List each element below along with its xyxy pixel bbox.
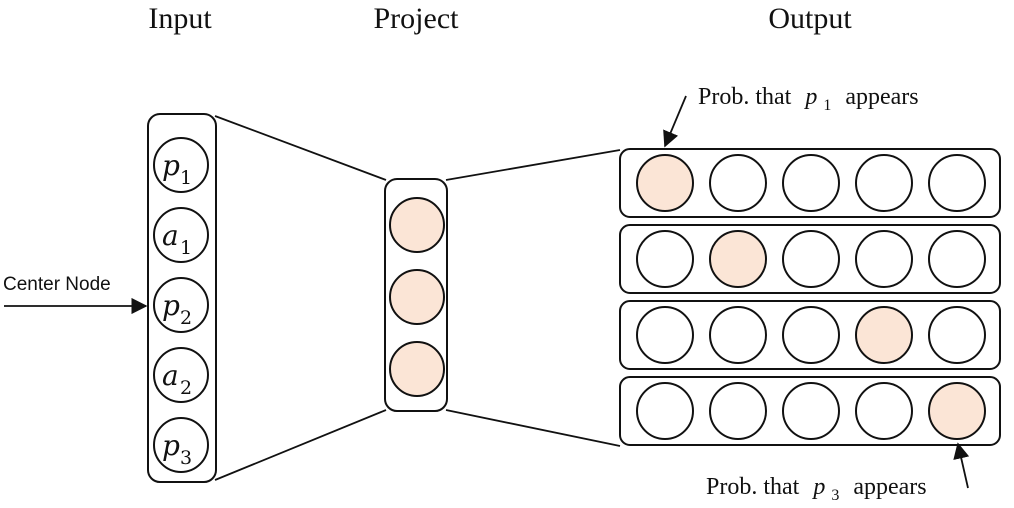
output-row-3: [619, 300, 1001, 370]
annotation-top-arrow: [663, 95, 687, 148]
annotation-top-var: p: [803, 84, 817, 110]
output-node-r1-c4: [855, 154, 913, 212]
output-node-r3-c3: [782, 306, 840, 364]
input-node-a2-var: a: [162, 359, 179, 392]
input-node-p2-sub: 2: [180, 307, 192, 329]
connector-project-output-bottom: [445, 409, 621, 447]
input-node-a1-sub: 1: [180, 237, 192, 259]
output-node-r2-c5: [928, 230, 986, 288]
annotation-top-prefix: Prob. that: [698, 84, 792, 110]
input-node-a1: [153, 207, 209, 263]
connector-input-project-top: [214, 115, 387, 181]
heading-project: Project: [374, 2, 460, 35]
output-node-r2-c4: [855, 230, 913, 288]
annotation-bottom: Prob. that p 3 appears: [706, 442, 970, 506]
input-node-p3: [153, 417, 209, 473]
output-row-1: [619, 148, 1001, 218]
project-node-2: [389, 269, 445, 325]
annotation-top-sub: 1: [823, 97, 831, 114]
input-node-p3-sub: 3: [180, 447, 192, 469]
input-node-p2: [153, 277, 209, 333]
output-node-r4-c4: [855, 382, 913, 440]
output-node-r2-c1: [636, 230, 694, 288]
output-node-r1-c5: [928, 154, 986, 212]
output-node-r1-c2: [709, 154, 767, 212]
output-row-2: [619, 224, 1001, 294]
layer-connectors: [214, 115, 621, 481]
connector-input-project-bottom: [214, 409, 387, 481]
output-node-r4-c2: [709, 382, 767, 440]
input-node-a2-sub: 2: [180, 377, 192, 399]
input-node-p1: [153, 137, 209, 193]
output-node-r3-c4-highlighted: [855, 306, 913, 364]
project-node-3: [389, 341, 445, 397]
output-node-r4-c1: [636, 382, 694, 440]
annotation-bottom-suffix: appears: [853, 474, 926, 500]
annotation-bottom-var: p: [811, 474, 825, 500]
project-nodes: [389, 197, 445, 397]
input-node-a2: [153, 347, 209, 403]
annotation-top: Prob. that p 1 appears: [663, 84, 919, 148]
output-node-r1-c1-highlighted: [636, 154, 694, 212]
output-layer: [619, 148, 1001, 446]
svg-text:Prob. that p 1: Prob. that p 1 appears: [698, 84, 919, 116]
heading-output: Output: [768, 2, 852, 35]
input-node-a1-var: a: [162, 219, 179, 252]
output-node-r4-c3: [782, 382, 840, 440]
annotation-bottom-prefix: Prob. that: [706, 474, 800, 500]
annotation-bottom-arrow: [953, 442, 970, 489]
annotation-top-suffix: appears: [845, 84, 918, 110]
center-node-label: Center Node: [3, 274, 111, 295]
project-node-1: [389, 197, 445, 253]
output-node-r4-c5-highlighted: [928, 382, 986, 440]
output-node-r2-c2-highlighted: [709, 230, 767, 288]
input-node-p1-var: p: [162, 149, 180, 182]
input-node-p1-sub: 1: [180, 167, 192, 189]
output-node-r3-c5: [928, 306, 986, 364]
input-node-p3-var: p: [162, 429, 180, 462]
output-node-r2-c3: [782, 230, 840, 288]
output-node-r1-c3: [782, 154, 840, 212]
output-node-r3-c2: [709, 306, 767, 364]
svg-text:Prob. that p 3: Prob. that p 3 appears: [706, 474, 927, 506]
annotation-bottom-sub: 3: [831, 487, 839, 504]
heading-input: Input: [148, 2, 212, 35]
output-node-r3-c1: [636, 306, 694, 364]
input-node-p2-var: p: [162, 289, 180, 322]
connector-project-output-top: [445, 149, 621, 181]
project-layer: [384, 178, 448, 412]
output-row-4: [619, 376, 1001, 446]
